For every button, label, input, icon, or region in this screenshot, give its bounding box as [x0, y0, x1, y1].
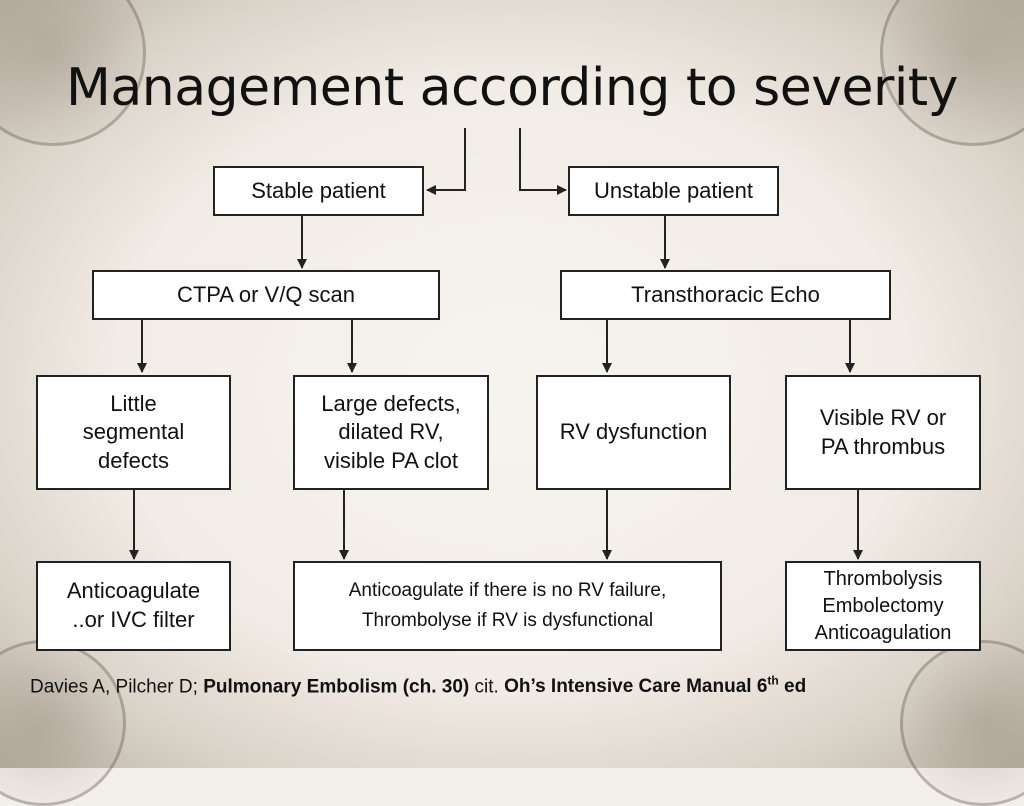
rv-dysfunction-label: RV dysfunction [559, 419, 708, 445]
anticoag-line-1: Anticoagulate [66, 578, 201, 604]
anticoagulate-box: Anticoagulate ..or IVC filter [36, 561, 231, 651]
citation-book: Oh’s Intensive Care Manual 6 [504, 676, 768, 698]
large-defects-box: Large defects, dilated RV, visible PA cl… [293, 375, 489, 490]
citation-chapter: Pulmonary Embolism (ch. 30) [203, 676, 470, 698]
visible-line-1: Visible RV or [819, 404, 947, 430]
rv-dysfunction-box: RV dysfunction [536, 375, 731, 490]
large-line-1: Large defects, [321, 390, 461, 416]
ctpa-label: CTPA or V/Q scan [176, 281, 356, 307]
visible-thrombus-box: Visible RV or PA thrombus [785, 375, 981, 490]
thromb-line-1: Thrombolysis [823, 567, 943, 590]
stable-patient-box: Stable patient [213, 166, 424, 216]
large-line-2: dilated RV, [338, 419, 444, 445]
citation-ed: ed [778, 676, 807, 698]
conditional-treatment-box: Anticoagulate if there is no RV failure,… [293, 561, 722, 651]
flowchart-arrows [129, 128, 863, 560]
slide-title: Management according to severity [66, 58, 958, 118]
arrow-title-to-unstable [519, 128, 567, 195]
echo-box: Transthoracic Echo [560, 270, 891, 320]
citation-sup: th [767, 674, 779, 688]
unstable-patient-box: Unstable patient [568, 166, 779, 216]
little-line-2: segmental [82, 419, 185, 445]
little-defects-box: Little segmental defects [36, 375, 231, 490]
citation-authors: Davies A, Pilcher D; [30, 676, 198, 698]
anticoag-line-2: ..or IVC filter [72, 607, 195, 632]
echo-label: Transthoracic Echo [631, 281, 820, 307]
visible-line-2: PA thrombus [820, 433, 946, 459]
thrombolysis-box: Thrombolysis Embolectomy Anticoagulation [785, 561, 981, 651]
arrow-title-to-stable [426, 128, 466, 195]
unstable-patient-label: Unstable patient [594, 177, 753, 203]
little-line-1: Little [110, 390, 157, 416]
large-line-3: visible PA clot [323, 447, 459, 473]
little-line-3: defects [98, 447, 169, 473]
mid-line-2: Thrombolyse if RV is dysfunctional [361, 610, 654, 631]
ctpa-box: CTPA or V/Q scan [92, 270, 440, 320]
mid-line-1: Anticoagulate if there is no RV failure, [348, 579, 667, 601]
thromb-line-2: Embolectomy [822, 594, 944, 617]
citation-cit: cit. [474, 676, 499, 698]
thromb-line-3: Anticoagulation [814, 621, 952, 644]
stable-patient-label: Stable patient [251, 177, 386, 203]
citation: Davies A, Pilcher D; Pulmonary Embolism … [30, 674, 1000, 698]
